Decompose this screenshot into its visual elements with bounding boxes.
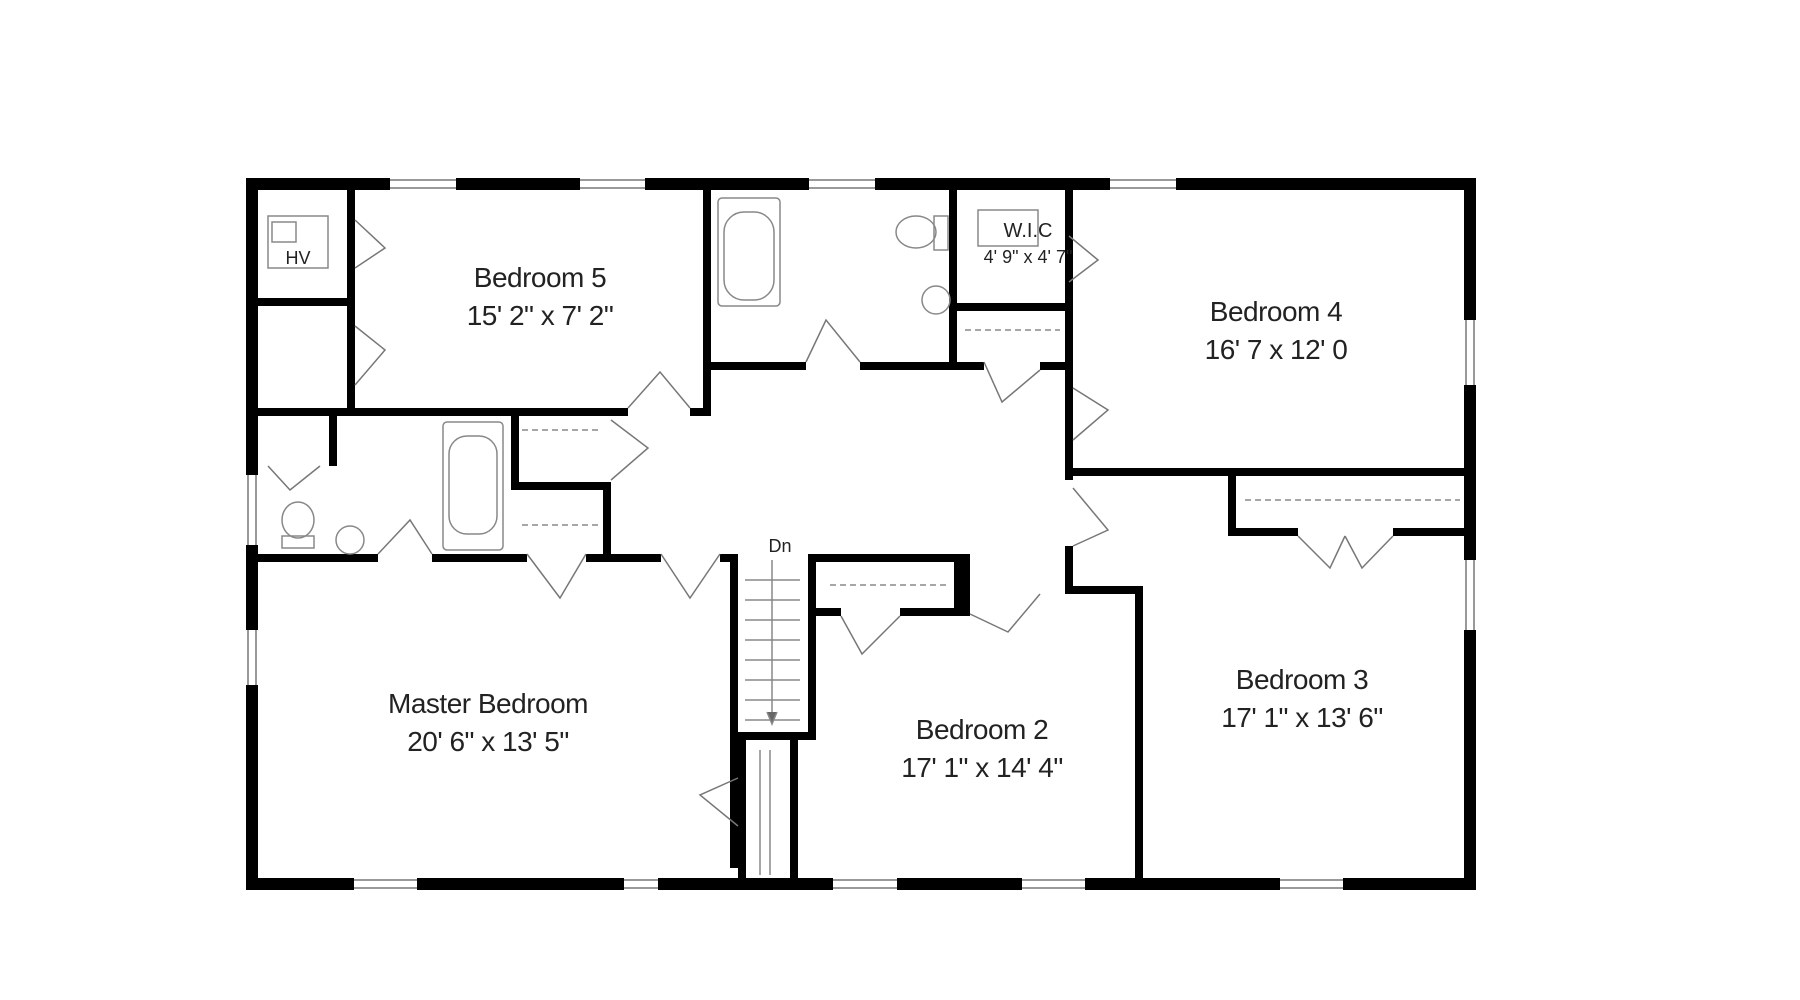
room-label-bedroom5: Bedroom 5 15' 2" x 7' 2" xyxy=(467,262,614,332)
door-swings xyxy=(267,219,1394,827)
room-dimensions: 4' 9" x 4' 7" xyxy=(983,247,1073,267)
room-dimensions: 16' 7 x 12' 0 xyxy=(1204,334,1348,365)
room-name: Master Bedroom xyxy=(388,688,588,719)
room-name: Bedroom 5 xyxy=(473,262,607,293)
room-label-bedroom4: Bedroom 4 16' 7 x 12' 0 xyxy=(1205,296,1348,366)
room-name: Bedroom 2 xyxy=(915,714,1049,745)
room-dimensions: 15' 2" x 7' 2" xyxy=(466,300,614,331)
room-label-bedroom3: Bedroom 3 17' 1" x 13' 6" xyxy=(1221,664,1383,734)
interior-walls xyxy=(258,190,1476,880)
room-dimensions: 17' 1" x 13' 6" xyxy=(1221,702,1383,733)
room-dimensions: 17' 1" x 14' 4" xyxy=(901,752,1063,783)
room-label-wic: W.I.C 4' 9" x 4' 7" xyxy=(984,220,1073,268)
hv-label: HV xyxy=(285,248,311,268)
fixtures xyxy=(267,197,1460,875)
windows xyxy=(247,179,1475,889)
exterior-walls xyxy=(246,178,1476,890)
stairs-down-label: Dn xyxy=(768,536,792,556)
room-name: Bedroom 4 xyxy=(1209,296,1343,327)
room-dimensions: 20' 6" x 13' 5" xyxy=(407,726,569,757)
room-name: Bedroom 3 xyxy=(1235,664,1369,695)
room-label-master-bedroom: Master Bedroom 20' 6" x 13' 5" xyxy=(388,688,588,758)
room-label-bedroom2: Bedroom 2 17' 1" x 14' 4" xyxy=(901,714,1063,784)
room-name: W.I.C xyxy=(1003,220,1053,242)
